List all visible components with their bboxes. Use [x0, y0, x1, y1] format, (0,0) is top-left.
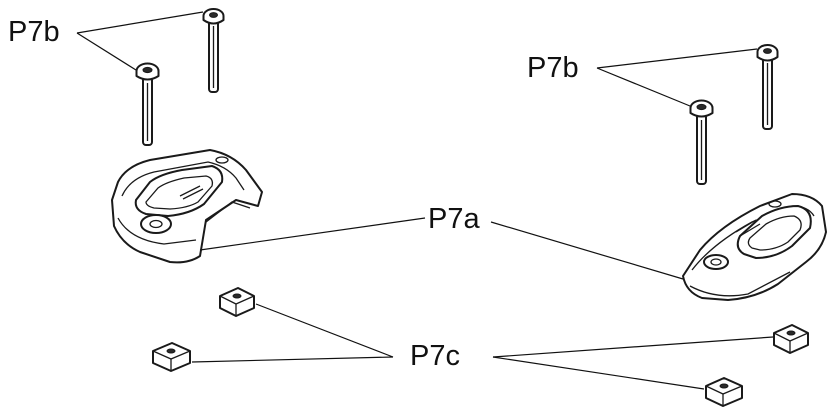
nut-upper-right — [773, 324, 809, 354]
screw-left-lower — [135, 62, 160, 146]
label-p7a: P7a — [428, 203, 480, 235]
leader-p7c-upper-left — [255, 303, 394, 358]
leader-p7a-right — [490, 221, 684, 280]
leader-p7b-left-upper — [76, 11, 204, 34]
nut-lower-left — [152, 342, 191, 372]
screw-left-upper — [202, 8, 225, 93]
nut-lower-right — [705, 377, 743, 407]
label-p7b-right: P7b — [527, 52, 579, 84]
leader-p7b-right-lower — [596, 67, 691, 107]
leader-p7b-left-lower — [76, 32, 137, 71]
screw-right-upper — [756, 44, 779, 130]
leader-p7a-left — [199, 217, 426, 251]
leader-lines — [76, 11, 774, 390]
nut-upper-left — [219, 287, 255, 317]
leader-p7c-lower-right — [492, 356, 705, 390]
leader-p7b-right-upper — [596, 48, 758, 69]
leader-p7c-upper-right — [492, 336, 774, 358]
leader-p7c-lower-left — [191, 356, 394, 363]
label-p7b-left: P7b — [8, 16, 60, 48]
foot-left — [111, 149, 263, 264]
foot-right — [682, 193, 827, 301]
screw-right-lower — [689, 99, 714, 185]
label-p7c: P7c — [410, 340, 460, 372]
